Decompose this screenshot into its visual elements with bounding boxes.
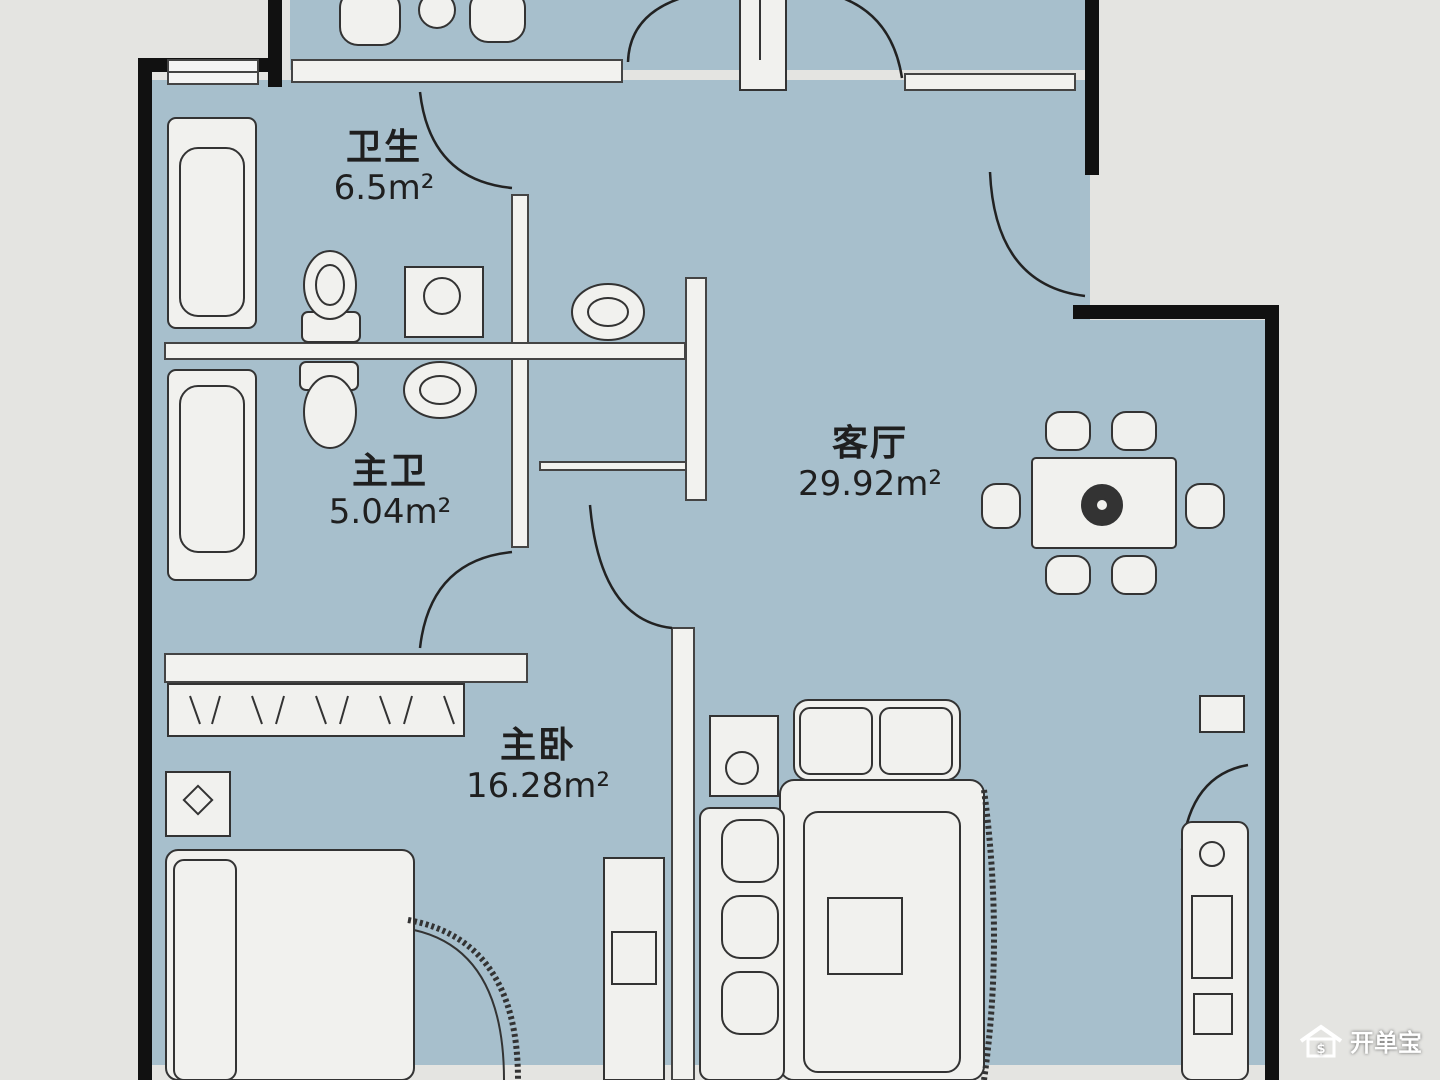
room-label-bathroom: 卫生 6.5m² [334, 128, 435, 208]
wardrobe [167, 683, 465, 737]
watermark-text: 开单宝 [1350, 1029, 1422, 1057]
dining-set [981, 411, 1225, 595]
room-area: 16.28m² [465, 765, 611, 806]
door-arcs [418, 0, 1249, 851]
room-name: 卫生 [345, 127, 423, 168]
room-label-living-room: 客厅 29.92m² [798, 424, 942, 504]
house-dollar-icon: $ [1299, 1024, 1343, 1057]
watermark: $ 开单宝 [1298, 1023, 1422, 1058]
room-area: 29.92m² [797, 463, 943, 504]
room-area: 5.04m² [328, 491, 452, 532]
toilets-and-sinks [299, 250, 645, 449]
room-area: 6.5m² [333, 167, 435, 208]
room-name: 主卫 [351, 451, 429, 492]
exterior-walls [138, 0, 1279, 1080]
bathtubs [167, 117, 257, 581]
sofa-set [603, 699, 997, 1080]
interior-walls [164, 59, 1076, 1080]
svg-text:$: $ [1316, 1042, 1325, 1057]
room-label-master-bath: 主卫 5.04m² [329, 452, 451, 532]
room-name: 主卧 [499, 725, 576, 766]
room-label-master-bedroom: 主卧 16.28m² [466, 726, 610, 806]
bed [165, 771, 521, 1080]
top-fixtures [339, 0, 787, 91]
window [167, 59, 259, 85]
room-name: 客厅 [831, 423, 908, 464]
side-furniture [1181, 695, 1249, 1080]
